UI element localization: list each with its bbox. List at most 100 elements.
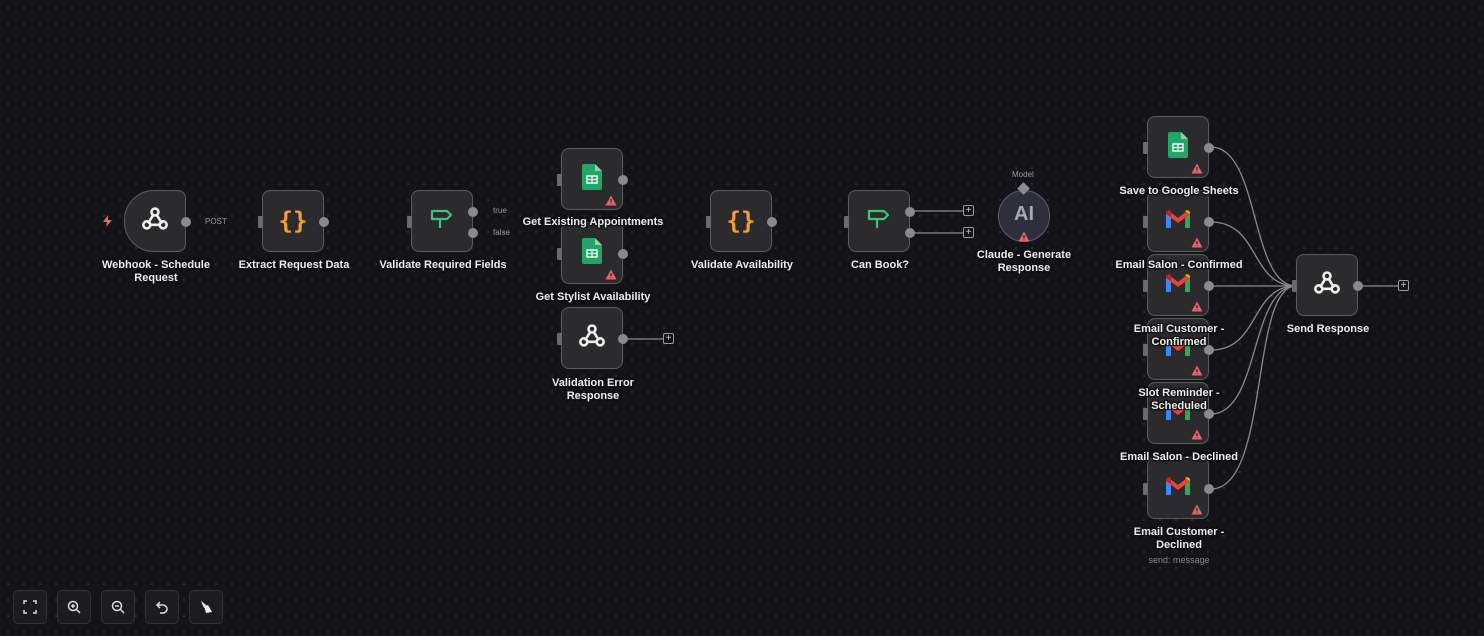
google-sheets-icon <box>582 237 602 269</box>
zoom-to-fit-button[interactable] <box>13 590 47 624</box>
node-get-existing-appointments[interactable] <box>557 148 628 210</box>
input-handle[interactable] <box>844 216 849 228</box>
input-handle[interactable] <box>557 248 562 260</box>
warning-icon[interactable] <box>605 267 617 280</box>
node-label: Get Existing Appointments <box>522 216 664 228</box>
output-handle-true[interactable] <box>905 207 915 217</box>
input-handle[interactable] <box>1143 142 1148 154</box>
node-claude-generate-response[interactable]: AI <box>998 190 1050 242</box>
zoom-out-button[interactable] <box>101 590 135 624</box>
node-email-salon-declined[interactable] <box>1143 382 1214 444</box>
gmail-icon <box>1164 208 1192 235</box>
node-email-customer-declined[interactable] <box>1143 457 1214 519</box>
warning-icon[interactable] <box>1191 299 1203 312</box>
webhook-icon <box>578 322 606 355</box>
input-handle[interactable] <box>1143 216 1148 228</box>
output-handle-false[interactable] <box>905 228 915 238</box>
if-signpost-icon <box>866 208 892 235</box>
output-handle[interactable] <box>1204 281 1214 291</box>
gmail-icon <box>1164 336 1192 363</box>
node-webhook-schedule-request[interactable] <box>124 190 191 252</box>
node-extract-request-data[interactable]: {} <box>258 190 329 252</box>
node-validate-required-fields[interactable] <box>407 190 478 252</box>
add-node-button-true[interactable]: + <box>963 205 974 216</box>
input-handle[interactable] <box>1143 344 1148 356</box>
input-handle[interactable] <box>258 216 263 228</box>
node-can-book[interactable] <box>844 190 915 252</box>
node-label: Validate Required Fields <box>379 259 507 271</box>
canvas-toolbar <box>13 590 223 624</box>
node-validate-availability[interactable]: {} <box>706 190 777 252</box>
node-label: Email Salon - Confirmed <box>1115 259 1243 271</box>
input-handle[interactable] <box>706 216 711 228</box>
add-node-button[interactable]: + <box>663 333 674 344</box>
node-email-customer-confirmed[interactable] <box>1143 254 1214 316</box>
fit-view-icon <box>23 600 37 614</box>
node-email-salon-confirmed[interactable] <box>1143 190 1214 252</box>
output-label-post: POST <box>205 217 227 226</box>
input-handle[interactable] <box>557 174 562 186</box>
undo-button[interactable] <box>145 590 179 624</box>
node-reminder[interactable] <box>1143 318 1214 380</box>
warning-icon[interactable] <box>1191 235 1203 248</box>
warning-icon[interactable] <box>1191 363 1203 376</box>
output-label-false: false <box>493 228 510 237</box>
webhook-icon <box>1313 269 1341 302</box>
output-handle-false[interactable] <box>468 228 478 238</box>
output-handle[interactable] <box>1204 217 1214 227</box>
add-node-button[interactable]: + <box>1398 280 1409 291</box>
node-label: Validation Error Response <box>552 377 634 402</box>
node-label: Can Book? <box>850 259 910 271</box>
output-handle[interactable] <box>618 334 628 344</box>
input-handle[interactable] <box>1292 280 1297 292</box>
input-handle[interactable] <box>1143 408 1148 420</box>
input-handle[interactable] <box>1143 483 1148 495</box>
warning-icon[interactable] <box>605 193 617 206</box>
node-validation-error-response[interactable] <box>557 307 628 369</box>
warning-icon[interactable] <box>1191 161 1203 174</box>
output-handle[interactable] <box>618 175 628 185</box>
output-handle[interactable] <box>1204 345 1214 355</box>
warning-icon[interactable] <box>1191 502 1203 515</box>
node-label: Email Customer - Declined <box>1133 526 1225 551</box>
trigger-bolt-icon <box>103 215 112 227</box>
input-handle[interactable] <box>407 216 412 228</box>
model-port-label: Model <box>1012 170 1034 179</box>
node-get-stylist-availability[interactable] <box>557 222 628 284</box>
google-sheets-icon <box>1168 131 1188 163</box>
input-handle[interactable] <box>1143 280 1148 292</box>
zoom-in-button[interactable] <box>57 590 91 624</box>
output-handle[interactable] <box>1204 143 1214 153</box>
output-handle[interactable] <box>767 217 777 227</box>
node-label: Claude - Generate Response <box>976 249 1072 274</box>
webhook-icon <box>141 205 169 238</box>
zoom-out-icon <box>111 600 125 614</box>
add-node-button-false[interactable]: + <box>963 227 974 238</box>
node-label: Webhook - Schedule Request <box>102 259 210 284</box>
node-label: Validate Availability <box>691 259 793 271</box>
google-sheets-icon <box>582 163 602 195</box>
node-label: Slot Reminder - Scheduled <box>1138 387 1220 412</box>
tidy-up-button[interactable] <box>189 590 223 624</box>
gmail-icon <box>1164 272 1192 299</box>
code-braces-icon: {} <box>726 207 756 235</box>
node-send-response[interactable] <box>1292 254 1363 316</box>
output-handle[interactable] <box>1353 281 1363 291</box>
input-handle[interactable] <box>557 333 562 345</box>
output-handle[interactable] <box>319 217 329 227</box>
node-label: Email Customer - Confirmed <box>1133 323 1225 348</box>
gmail-icon <box>1164 400 1192 427</box>
node-save-to-google-sheets[interactable] <box>1143 116 1214 178</box>
output-handle[interactable] <box>181 217 191 227</box>
warning-icon[interactable] <box>1018 225 1030 242</box>
output-handle[interactable] <box>1204 484 1214 494</box>
node-label: Extract Request Data <box>238 259 350 271</box>
node-label: Save to Google Sheets <box>1119 185 1239 197</box>
warning-icon[interactable] <box>1191 427 1203 440</box>
node-subtitle: send: message <box>1148 555 1210 565</box>
output-handle[interactable] <box>1204 409 1214 419</box>
node-label: Get Stylist Availability <box>535 291 651 303</box>
zoom-in-icon <box>67 600 81 614</box>
output-handle-true[interactable] <box>468 207 478 217</box>
output-handle[interactable] <box>618 249 628 259</box>
